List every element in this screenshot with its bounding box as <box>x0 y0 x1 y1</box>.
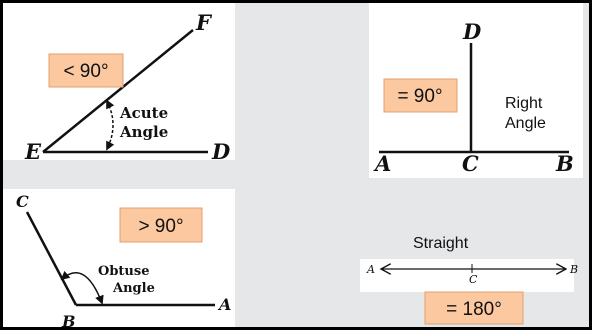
right-point-a: A <box>373 151 391 176</box>
diagram-canvas: E D F Acute Angle < 90° D A C B Right An… <box>3 3 583 327</box>
straight-badge-text: = 180° <box>446 299 502 320</box>
obtuse-badge <box>119 207 203 243</box>
straight-angle-panel: A C B Straight = 180° <box>360 235 578 325</box>
right-point-c: C <box>462 151 479 176</box>
acute-angle-panel: E D F Acute Angle < 90° <box>3 3 235 164</box>
obtuse-angle-panel: C B A Obtuse Angle > 90° <box>3 189 235 327</box>
right-angle-panel: D A C B Right Angle = 90° <box>369 3 583 178</box>
acute-badge-text: < 90° <box>63 61 108 82</box>
obtuse-point-b: B <box>61 312 76 327</box>
right-badge-text: = 90° <box>397 86 442 107</box>
acute-caption-line1: Acute <box>119 104 168 122</box>
straight-point-a: A <box>366 263 375 276</box>
acute-angle-arc <box>106 99 115 151</box>
right-badge <box>383 78 458 113</box>
right-point-d: D <box>462 19 482 44</box>
right-caption-line2: Angle <box>505 115 546 132</box>
straight-point-b: B <box>569 263 578 276</box>
straight-point-c: C <box>469 273 478 286</box>
acute-point-d: D <box>211 139 231 164</box>
straight-badge <box>424 291 524 325</box>
straight-caption: Straight <box>413 235 469 252</box>
obtuse-badge-text: > 90° <box>138 216 183 237</box>
right-point-b: B <box>555 151 574 176</box>
acute-badge <box>48 53 124 88</box>
straight-panel-background <box>360 259 574 292</box>
obtuse-angle-arc <box>60 270 104 305</box>
acute-point-e: E <box>24 139 42 164</box>
obtuse-caption-line1: Obtuse <box>98 264 149 279</box>
ray-ef <box>42 29 194 153</box>
acute-point-f: F <box>195 10 213 35</box>
obtuse-point-a: A <box>217 295 231 314</box>
right-caption-line1: Right <box>505 95 543 112</box>
obtuse-point-c: C <box>16 192 29 211</box>
acute-caption-line2: Angle <box>119 123 168 141</box>
obtuse-caption-line2: Angle <box>112 281 155 296</box>
